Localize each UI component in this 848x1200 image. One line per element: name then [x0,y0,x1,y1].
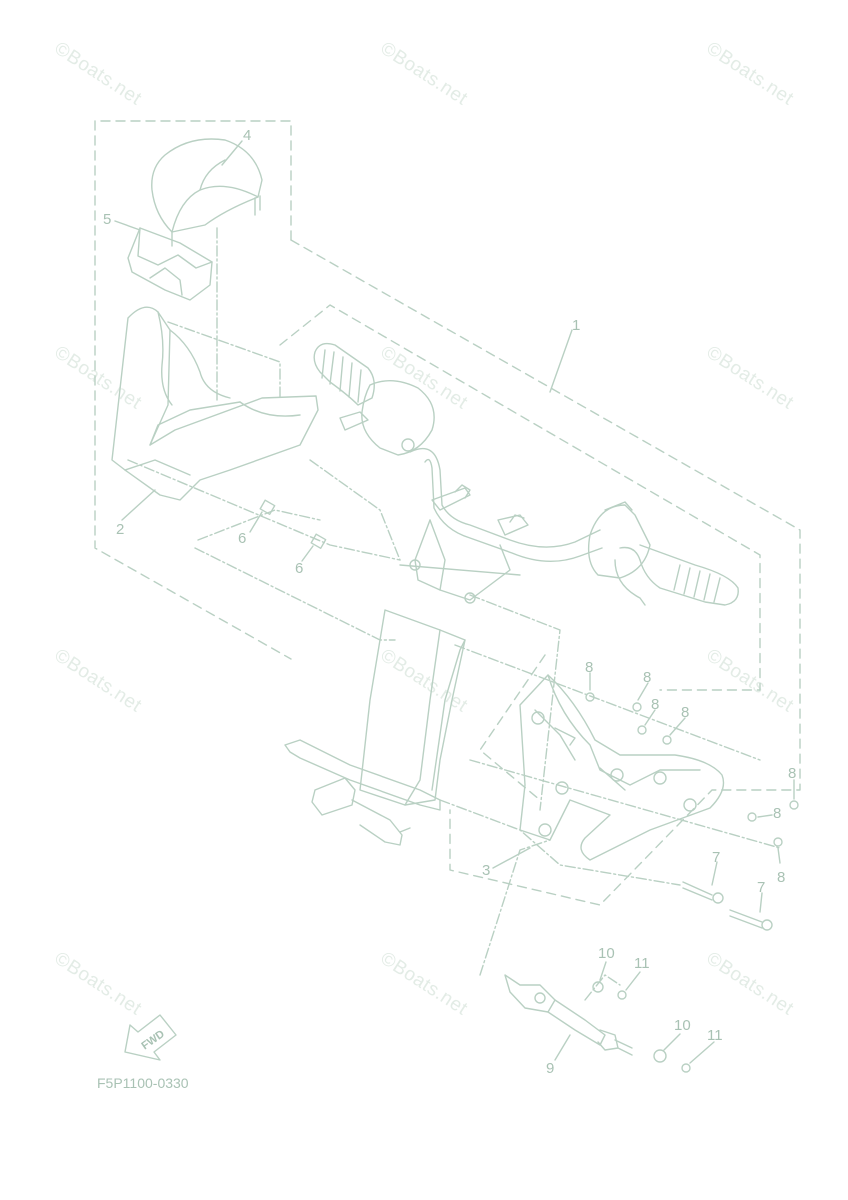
callout-7: 7 [712,849,720,866]
group-boundary-mount [479,654,546,801]
callout-11: 11 [634,955,650,972]
reference-lines [127,227,781,1001]
group-boundary-front-cover [94,120,292,660]
part-clip [259,499,276,516]
callout-11: 11 [707,1027,723,1044]
callout-7: 7 [757,879,765,896]
part-front-panel [111,306,319,501]
callout-8: 8 [773,805,781,822]
callout-4: 4 [243,127,251,144]
callout-labels: 4 5 1 2 6 6 8 8 8 8 8 8 8 7 7 3 10 11 9 … [103,127,796,1077]
part-cover-bracket [127,227,213,301]
callout-5: 5 [103,211,111,228]
part-lower-bracket [519,674,725,861]
callout-8: 8 [681,704,689,721]
callout-10: 10 [598,945,615,962]
part-mount-bracket [504,974,633,1056]
callout-1: 1 [572,317,580,334]
callout-6: 6 [238,530,246,547]
callout-8: 8 [788,765,796,782]
part-top-cover [151,138,263,247]
part-left-grip [313,342,435,456]
fwd-label: FWD [140,1028,167,1052]
part-right-grip [587,501,739,606]
drawing-part-number: F5P1100-0330 [97,1075,189,1091]
callout-6: 6 [295,560,303,577]
part-handlebar [409,447,603,563]
part-washers-nuts [592,981,691,1073]
part-long-bolts [682,881,773,931]
part-screws [585,692,799,847]
fwd-arrow-icon [124,1014,177,1061]
part-steering-column [284,519,521,846]
callout-8: 8 [585,659,593,676]
callout-3: 3 [482,862,490,879]
callout-2: 2 [116,521,124,538]
callout-9: 9 [546,1060,554,1077]
callout-8: 8 [777,869,785,886]
callout-leaders [114,140,795,1064]
group-boundary-inner [279,304,761,691]
callout-10: 10 [674,1017,691,1034]
group-boundary-handlebar [290,239,801,906]
callout-8: 8 [643,669,651,686]
callout-8: 8 [651,696,659,713]
